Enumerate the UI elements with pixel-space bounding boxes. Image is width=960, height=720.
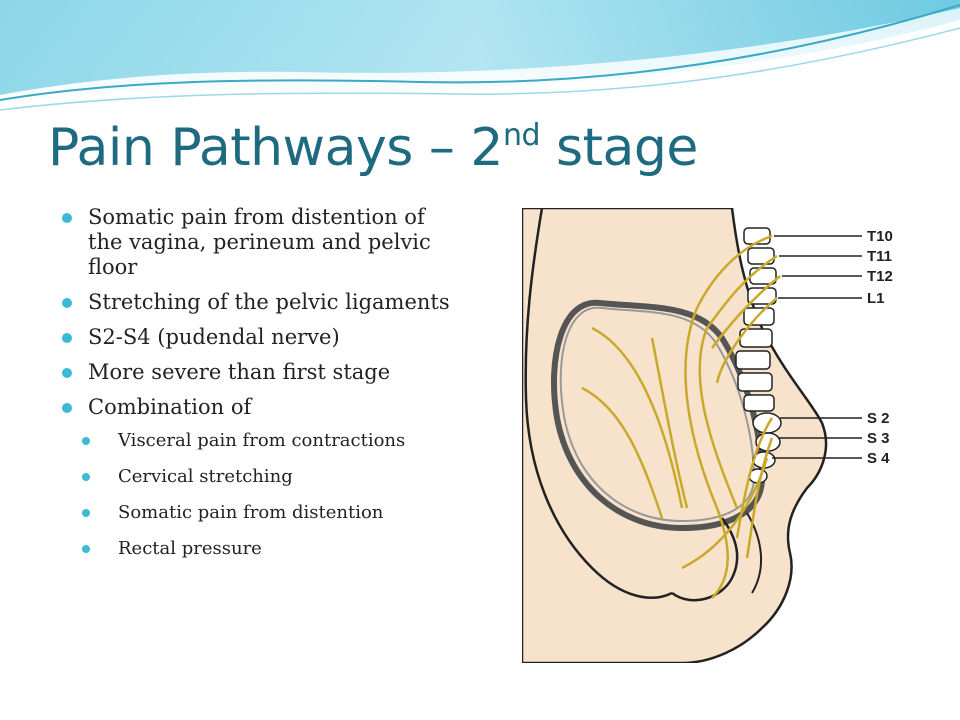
bullet-item: Stretching of the pelvic ligaments — [60, 290, 460, 315]
sub-bullet-item: Rectal pressure — [82, 538, 460, 560]
abdomen-outline — [524, 208, 673, 599]
sub-bullet-list: Visceral pain from contractions Cervical… — [82, 430, 460, 560]
label-s2: S 2 — [867, 410, 890, 427]
label-t11: T11 — [867, 248, 892, 265]
label-t10: T10 — [867, 228, 893, 245]
bullet-text: Combination of — [88, 395, 252, 419]
bullet-item: More severe than first stage — [60, 360, 460, 385]
label-s3: S 3 — [867, 430, 890, 447]
sub-bullet-item: Visceral pain from contractions — [82, 430, 460, 452]
title-superscript: nd — [502, 117, 541, 153]
title-text: Pain Pathways – 2 — [48, 118, 503, 178]
sub-bullet-item: Somatic pain from distention — [82, 502, 460, 524]
bullet-list: Somatic pain from distention of the vagi… — [60, 205, 460, 574]
sub-bullet-item: Cervical stretching — [82, 466, 460, 488]
label-s4: S 4 — [867, 450, 890, 467]
birth-canal — [671, 517, 739, 602]
title-suffix: stage — [540, 118, 698, 178]
bullet-item: Somatic pain from distention of the vagi… — [60, 205, 460, 280]
label-leaders — [772, 235, 862, 459]
slide-title: Pain Pathways – 2nd stage — [48, 118, 698, 178]
label-l1: L1 — [867, 290, 885, 307]
header-wave-decoration — [0, 0, 960, 120]
nerve-fibers — [581, 234, 781, 599]
bullet-item-combination: Combination of Visceral pain from contra… — [60, 395, 460, 560]
bullet-item: S2-S4 (pudendal nerve) — [60, 325, 460, 350]
anatomy-illustration: T10 T11 T12 L1 S 2 S 3 S 4 — [522, 208, 926, 663]
label-t12: T12 — [867, 268, 893, 285]
